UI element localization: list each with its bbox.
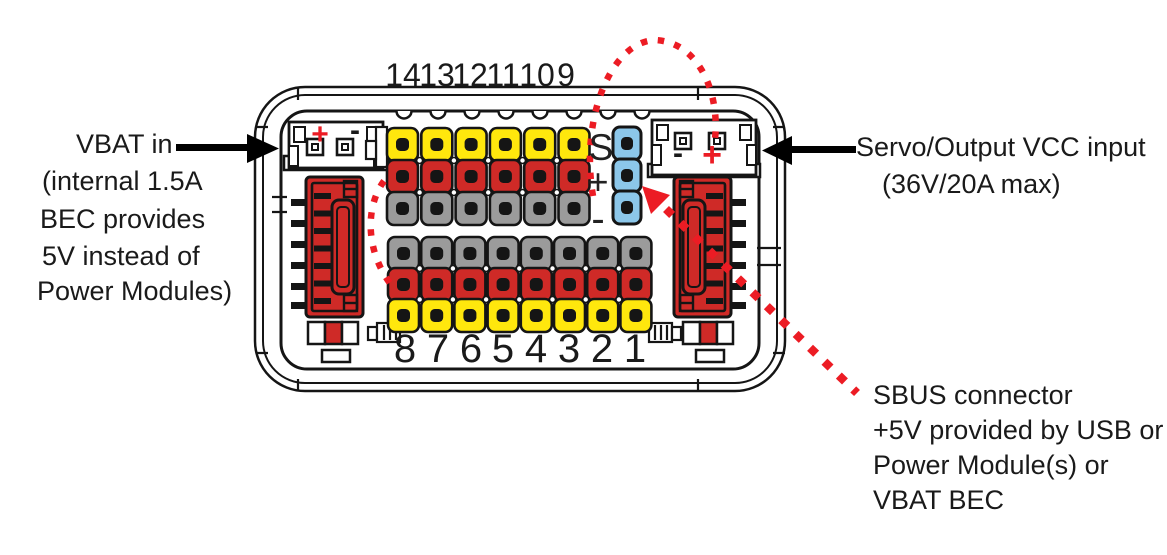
channel-number-8: 8 xyxy=(393,327,417,371)
plus-rail-loop-dotted-line xyxy=(586,36,719,197)
channel-number-4: 4 xyxy=(524,327,548,371)
callout-vbat-line-2: (internal 1.5A xyxy=(42,166,203,196)
callout-vbat-line-4: 5V instead of xyxy=(42,241,200,271)
servo-vcc-arrow xyxy=(762,136,856,165)
rail-label-minus: - xyxy=(591,197,605,241)
vcc-pin-plus-label: + xyxy=(702,136,722,174)
callout-servo-vcc-line-2: (36V/20A max) xyxy=(882,169,1061,199)
callout-vbat-line-1: VBAT in xyxy=(76,129,173,159)
channel-number-1: 1 xyxy=(623,327,647,371)
servo-vcc-connector-pins xyxy=(673,131,727,151)
servo-vcc-connector xyxy=(646,118,762,179)
component-right xyxy=(681,320,735,364)
channel-number-12: 12 xyxy=(452,57,488,93)
vbat-arrow xyxy=(176,134,279,163)
sbus-arrowhead xyxy=(642,186,670,214)
callout-sbus-line-3: Power Module(s) or xyxy=(873,450,1109,480)
side-connector-right xyxy=(672,175,746,319)
channel-number-3: 3 xyxy=(557,327,581,371)
callout-sbus-line-4: VBAT BEC xyxy=(873,485,1005,515)
callout-sbus-line-2: +5V provided by USB or xyxy=(873,415,1164,445)
servo-header-bottom-block xyxy=(386,235,653,334)
callout-vbat-line-3: BEC provides xyxy=(40,204,206,234)
channel-number-2: 2 xyxy=(590,327,614,371)
channel-number-13: 13 xyxy=(419,57,455,93)
side-connector-left xyxy=(291,175,365,319)
vbat-connector-pins xyxy=(305,137,355,157)
sbus-leader-dotted-line xyxy=(663,205,860,397)
vbat-pin-plus-label: + xyxy=(311,118,329,151)
callout-vbat-line-5: Power Modules) xyxy=(37,276,233,306)
vbat-pin-minus-label: - xyxy=(350,114,360,147)
rail-label-plus: + xyxy=(587,161,609,202)
channel-number-14: 14 xyxy=(385,57,421,93)
channel-number-6: 6 xyxy=(459,327,483,371)
channel-number-10: 10 xyxy=(519,57,555,93)
servo-header-top-block xyxy=(385,126,591,227)
callout-servo-vcc-line-1: Servo/Output VCC input xyxy=(856,132,1146,162)
callout-sbus-line-1: SBUS connector xyxy=(873,380,1073,410)
top-edge-scallops xyxy=(395,110,651,120)
channel-number-7: 7 xyxy=(426,327,450,371)
sbus-connector xyxy=(611,125,643,226)
component-left xyxy=(306,320,360,364)
channel-number-5: 5 xyxy=(491,327,515,371)
rail-label-signal: S xyxy=(588,127,614,168)
channel-number-11: 11 xyxy=(486,57,520,93)
vcc-pin-minus-label: - xyxy=(673,137,683,170)
channel-number-9: 9 xyxy=(557,57,575,93)
